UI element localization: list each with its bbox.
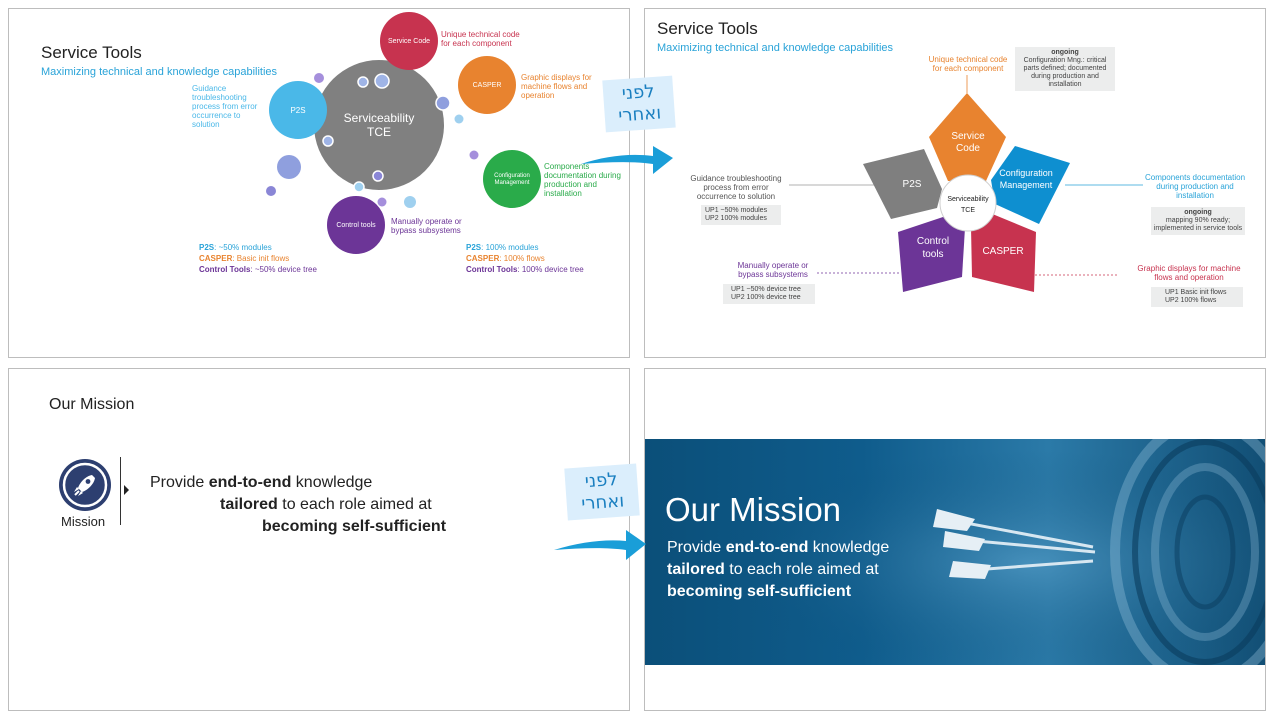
- tce-line1: Serviceability: [947, 196, 989, 203]
- config-label-1: Configuration: [494, 173, 530, 179]
- casper-status-box: UP1 Basic init flows UP2 100% flows: [1151, 287, 1243, 307]
- p2s-desc: Guidance troubleshooting process from er…: [192, 84, 258, 129]
- casper-desc: Graphic displays for machine flows and o…: [521, 73, 592, 100]
- service-status-box: ongoing Configuration Mng.: critical par…: [1015, 47, 1115, 91]
- config-desc: Components documentation during producti…: [544, 162, 621, 198]
- mission-icon-label: Mission: [61, 514, 106, 529]
- control-tools-label: Control tools: [336, 221, 376, 229]
- before-after-sticker: לפני ואחרי: [602, 75, 676, 133]
- control-desc: Manually operate or bypass subsystems: [737, 261, 809, 279]
- chevron-right-icon: [124, 485, 129, 495]
- p2s-label: P2S: [290, 105, 306, 115]
- service-code-bubble: [380, 12, 438, 70]
- casper-label: CASPER: [472, 81, 502, 89]
- service-code-label: Service Code: [387, 37, 431, 45]
- p2s-status-box: UP1 ~50% modules UP2 100% modules: [701, 205, 781, 225]
- decor-bubble: [314, 73, 324, 83]
- control-petal-label-1: Control: [916, 236, 950, 247]
- tce-line1: Serviceability: [343, 111, 415, 125]
- tce-center: [939, 174, 997, 232]
- slide-before-service-tools: Service Tools Maximizing technical and k…: [8, 8, 630, 358]
- config-petal: [991, 146, 1070, 224]
- decor-bubble: [454, 114, 464, 124]
- slide-title: Service Tools: [657, 19, 758, 38]
- service-code-desc: Unique technical code for each component: [441, 30, 520, 48]
- slide-after-mission: Our Mission Provide end-to-end knowledge…: [644, 368, 1266, 711]
- divider: [120, 457, 121, 525]
- decor-bubble: [377, 197, 387, 207]
- mission-statement: Provide end-to-end knowledge tailored to…: [150, 474, 447, 535]
- dartboard-image: [645, 439, 1265, 665]
- slide-title: Service Tools: [41, 43, 142, 62]
- config-label-2: Management: [494, 180, 530, 186]
- legend-after: P2S: 100% modules CASPER: 100% flows Con…: [466, 243, 584, 274]
- rocket-icon: [59, 459, 111, 511]
- service-code-petal-label-1: Service: [951, 131, 985, 142]
- p2s-bubble: [269, 81, 327, 139]
- slide-subtitle: Maximizing technical and knowledge capab…: [657, 42, 894, 54]
- tce-bubble: [314, 60, 444, 190]
- config-bubble: [483, 150, 541, 208]
- control-petal-label-2: tools: [922, 249, 944, 260]
- mission-banner: Our Mission Provide end-to-end knowledge…: [645, 439, 1265, 665]
- tce-line2: TCE: [367, 125, 391, 139]
- control-tools-petal: [898, 213, 965, 292]
- slide-before-mission: Our Mission Mission Provide end-to-end k…: [8, 368, 630, 711]
- config-status-box: ongoing mapping 90% ready; implemented i…: [1151, 207, 1245, 235]
- arrow-right-icon: [581, 146, 673, 174]
- banner-statement: Provide end-to-end knowledge tailored to…: [667, 539, 890, 600]
- before-after-sticker: לפני ואחרי: [564, 463, 640, 521]
- casper-desc: Graphic displays for machine flows and o…: [1137, 264, 1241, 282]
- banner-title: Our Mission: [665, 491, 842, 528]
- casper-petal: [971, 213, 1036, 292]
- p2s-desc: Guidance troubleshooting process from er…: [690, 174, 782, 201]
- service-code-petal: [929, 93, 1006, 181]
- legend-before: P2S: ~50% modules CASPER: Basic init flo…: [199, 243, 317, 274]
- decor-bubble: [404, 196, 416, 208]
- decor-bubble: [277, 155, 301, 179]
- config-petal-label-2: Management: [999, 180, 1053, 190]
- service-code-desc: Unique technical code for each component: [928, 55, 1008, 73]
- decor-bubble: [469, 150, 479, 160]
- pentagon-diagram: [789, 75, 1143, 292]
- tce-line2: TCE: [961, 207, 975, 214]
- service-code-petal-label-2: Code: [956, 143, 980, 154]
- p2s-petal: [863, 149, 942, 219]
- decor-bubble: [266, 186, 276, 196]
- arrow-right-icon: [554, 530, 646, 560]
- casper-bubble: [458, 56, 516, 114]
- slide-subtitle: Maximizing technical and knowledge capab…: [41, 66, 278, 78]
- control-tools-bubble: [327, 196, 385, 254]
- casper-petal-label: CASPER: [982, 246, 1024, 257]
- control-desc: Manually operate or bypass subsystems: [391, 217, 462, 235]
- slide-after-service-tools: Service Tools Maximizing technical and k…: [644, 8, 1266, 358]
- control-status-box: UP1 ~50% device tree UP2 100% device tre…: [723, 284, 815, 304]
- bubble-diagram: [266, 12, 541, 254]
- config-desc: Components documentation during producti…: [1144, 173, 1246, 200]
- p2s-petal-label: P2S: [902, 179, 922, 190]
- config-petal-label-1: Configuration: [999, 168, 1053, 178]
- slide-title: Our Mission: [49, 396, 135, 413]
